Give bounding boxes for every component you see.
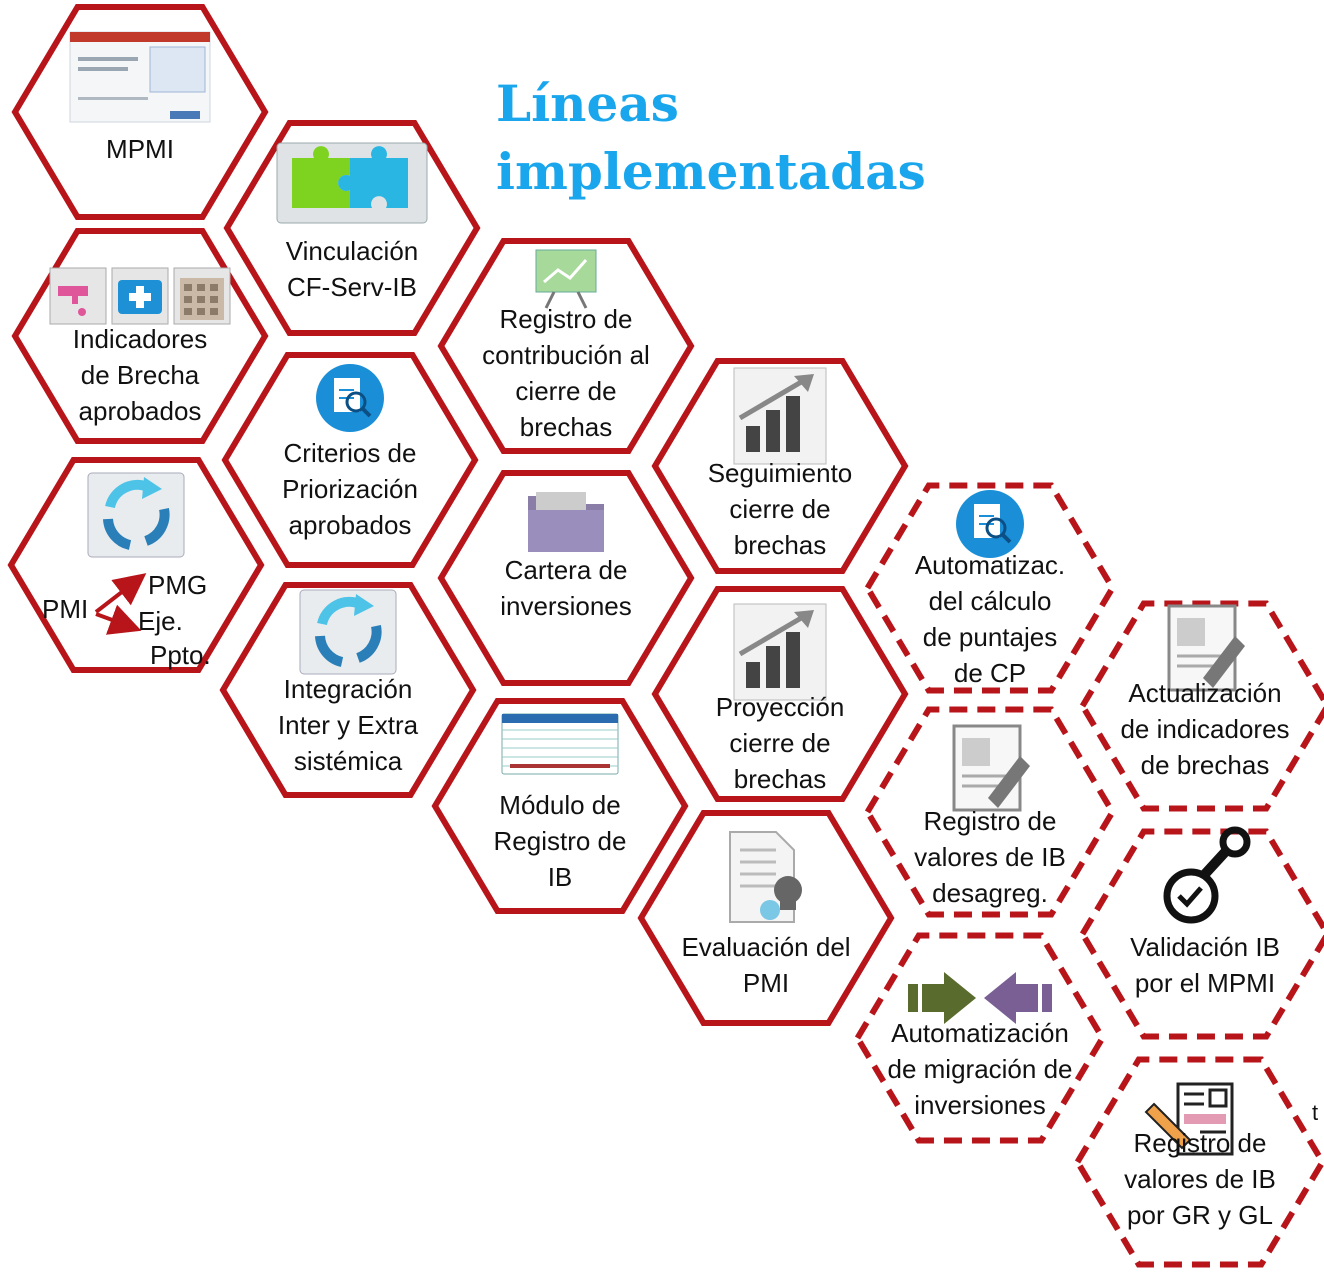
- hexagon-modulo-label-3: IB: [548, 862, 573, 892]
- hexagon-indicadores-label-1: Indicadores: [73, 324, 207, 354]
- hexagon-validacion: [1079, 828, 1324, 1040]
- title-line-2: implementadas: [496, 142, 926, 201]
- pmi-label-ppto: Ppto.: [150, 640, 211, 670]
- hexagon-proyeccion-label-3: brechas: [734, 764, 827, 794]
- folder-icon: [528, 492, 604, 552]
- hexagon-seguimiento-label-3: brechas: [734, 530, 827, 560]
- hexagon-modulo: [431, 698, 689, 914]
- cycle-arrows-icon: [299, 589, 397, 675]
- hexagon-automatizac-label-3: de puntajes: [923, 622, 1057, 652]
- hexagon-mpmi-label-1: MPMI: [106, 134, 174, 164]
- hexagon-indicadores-label-3: aprobados: [79, 396, 202, 426]
- hexagon-migracion-label-2: de migración de: [888, 1054, 1073, 1084]
- hexagon-seguimiento: [651, 358, 909, 574]
- form-pencil-icon: [1144, 1082, 1234, 1156]
- hexagon-registro-gr-gl-label-1: Registro de: [1134, 1128, 1267, 1158]
- document-pencil-icon: [1167, 604, 1245, 692]
- hexagon-actualizacion-label-1: Actualización: [1128, 678, 1281, 708]
- hexagon-modulo-label-2: Registro de: [494, 826, 627, 856]
- hexagon-seguimiento-label-2: cierre de: [729, 494, 830, 524]
- hexagon-registro-valores-label-2: valores de IB: [914, 842, 1066, 872]
- document-pencil-icon: [952, 724, 1030, 812]
- migration-arrows-icon: [908, 972, 1052, 1024]
- hexagon-pmi: [7, 457, 265, 673]
- hexagon-registro-contribucion: [437, 238, 695, 454]
- title-line-1: Líneas: [496, 74, 679, 133]
- hexagon-actualizacion: [1079, 600, 1324, 812]
- hexagon-criterios-label-3: aprobados: [289, 510, 412, 540]
- hexagon-criterios-label-2: Priorización: [282, 474, 418, 504]
- hexagon-automatizac-label-2: del cálculo: [929, 586, 1052, 616]
- hexagon-integracion-label-3: sistémica: [294, 746, 403, 776]
- hexagon-registro-contribucion-label-3: cierre de: [515, 376, 616, 406]
- arrow-to-eje: [95, 604, 142, 635]
- hexagon-criterios-label-1: Criterios de: [284, 438, 417, 468]
- screenshot-thumbnail-icon: [69, 31, 211, 123]
- hexagon-migracion-label-3: inversiones: [914, 1090, 1046, 1120]
- hexagon-validacion-label-1: Validación IB: [1130, 932, 1280, 962]
- hexagon-migracion-label-1: Automatización: [891, 1018, 1069, 1048]
- pmi-label-pmg: PMG: [148, 570, 207, 600]
- presentation-chart-icon: [535, 249, 597, 309]
- hexagon-registro-valores-label-3: desagreg.: [932, 878, 1048, 908]
- spreadsheet-icon: [501, 713, 619, 775]
- page-title: Líneas implementadas: [496, 70, 926, 206]
- bar-chart-up-icon: [733, 367, 827, 465]
- hexagon-automatizac: [864, 482, 1116, 694]
- hexagon-seguimiento-label-1: Seguimiento: [708, 458, 853, 488]
- water-health-building-icons: [49, 267, 231, 325]
- hexagon-registro-valores: [864, 706, 1116, 918]
- arrow-to-pmg: [94, 573, 147, 614]
- hexagon-registro-gr-gl: [1074, 1056, 1324, 1268]
- puzzle-icon: [276, 142, 428, 224]
- hexagon-proyeccion-label-1: Proyección: [716, 692, 845, 722]
- hexagon-registro-valores-label-1: Registro de: [924, 806, 1057, 836]
- hexagon-indicadores-label-2: de Brecha: [81, 360, 200, 390]
- hexagon-registro-contribucion-label-1: Registro de: [500, 304, 633, 334]
- hexagon-registro-gr-gl-label-3: por GR y GL: [1127, 1200, 1273, 1230]
- truncated-text: t: [1312, 1100, 1319, 1125]
- hexagon-cartera-label-2: inversiones: [500, 591, 632, 621]
- hexagon-registro-gr-gl-label-2: valores de IB: [1124, 1164, 1276, 1194]
- document-magnifier-icon: [316, 364, 384, 432]
- hexagon-vinculacion-label-1: Vinculación: [286, 236, 419, 266]
- hexagon-integracion-label-2: Inter y Extra: [278, 710, 419, 740]
- hexagon-actualizacion-label-3: de brechas: [1141, 750, 1270, 780]
- hexagon-cartera-label-1: Cartera de: [505, 555, 628, 585]
- pmi-label-eje: Eje.: [138, 606, 183, 636]
- cycle-arrows-icon: [87, 472, 185, 558]
- pmi-label-pmi: PMI: [42, 594, 88, 624]
- hexagon-registro-contribucion-label-4: brechas: [520, 412, 613, 442]
- bar-chart-up-icon: [733, 603, 827, 701]
- hexagon-migracion: [854, 932, 1106, 1144]
- hexagon-integracion-label-1: Integración: [284, 674, 413, 704]
- document-magnifier-icon: [956, 490, 1024, 558]
- document-stamp-icon: [729, 831, 802, 923]
- hexagon-proyeccion-label-2: cierre de: [729, 728, 830, 758]
- hexagon-actualizacion-label-2: de indicadores: [1120, 714, 1289, 744]
- hexagon-automatizac-label-1: Automatizac.: [915, 550, 1065, 580]
- stamp-check-icon: [1163, 826, 1251, 924]
- hexagon-criterios: [221, 352, 479, 568]
- hexagon-registro-contribucion-label-2: contribución al: [482, 340, 650, 370]
- hexagon-integracion: [219, 582, 477, 798]
- hexagon-vinculacion-label-2: CF-Serv-IB: [287, 272, 417, 302]
- hexagon-automatizac-label-4: de CP: [954, 658, 1026, 688]
- hexagon-evaluacion-label-1: Evaluación del: [681, 932, 850, 962]
- hexagon-validacion-label-2: por el MPMI: [1135, 968, 1275, 998]
- hexagon-cartera: [437, 470, 695, 686]
- hexagon-evaluacion-label-2: PMI: [743, 968, 789, 998]
- hexagon-modulo-label-1: Módulo de: [499, 790, 620, 820]
